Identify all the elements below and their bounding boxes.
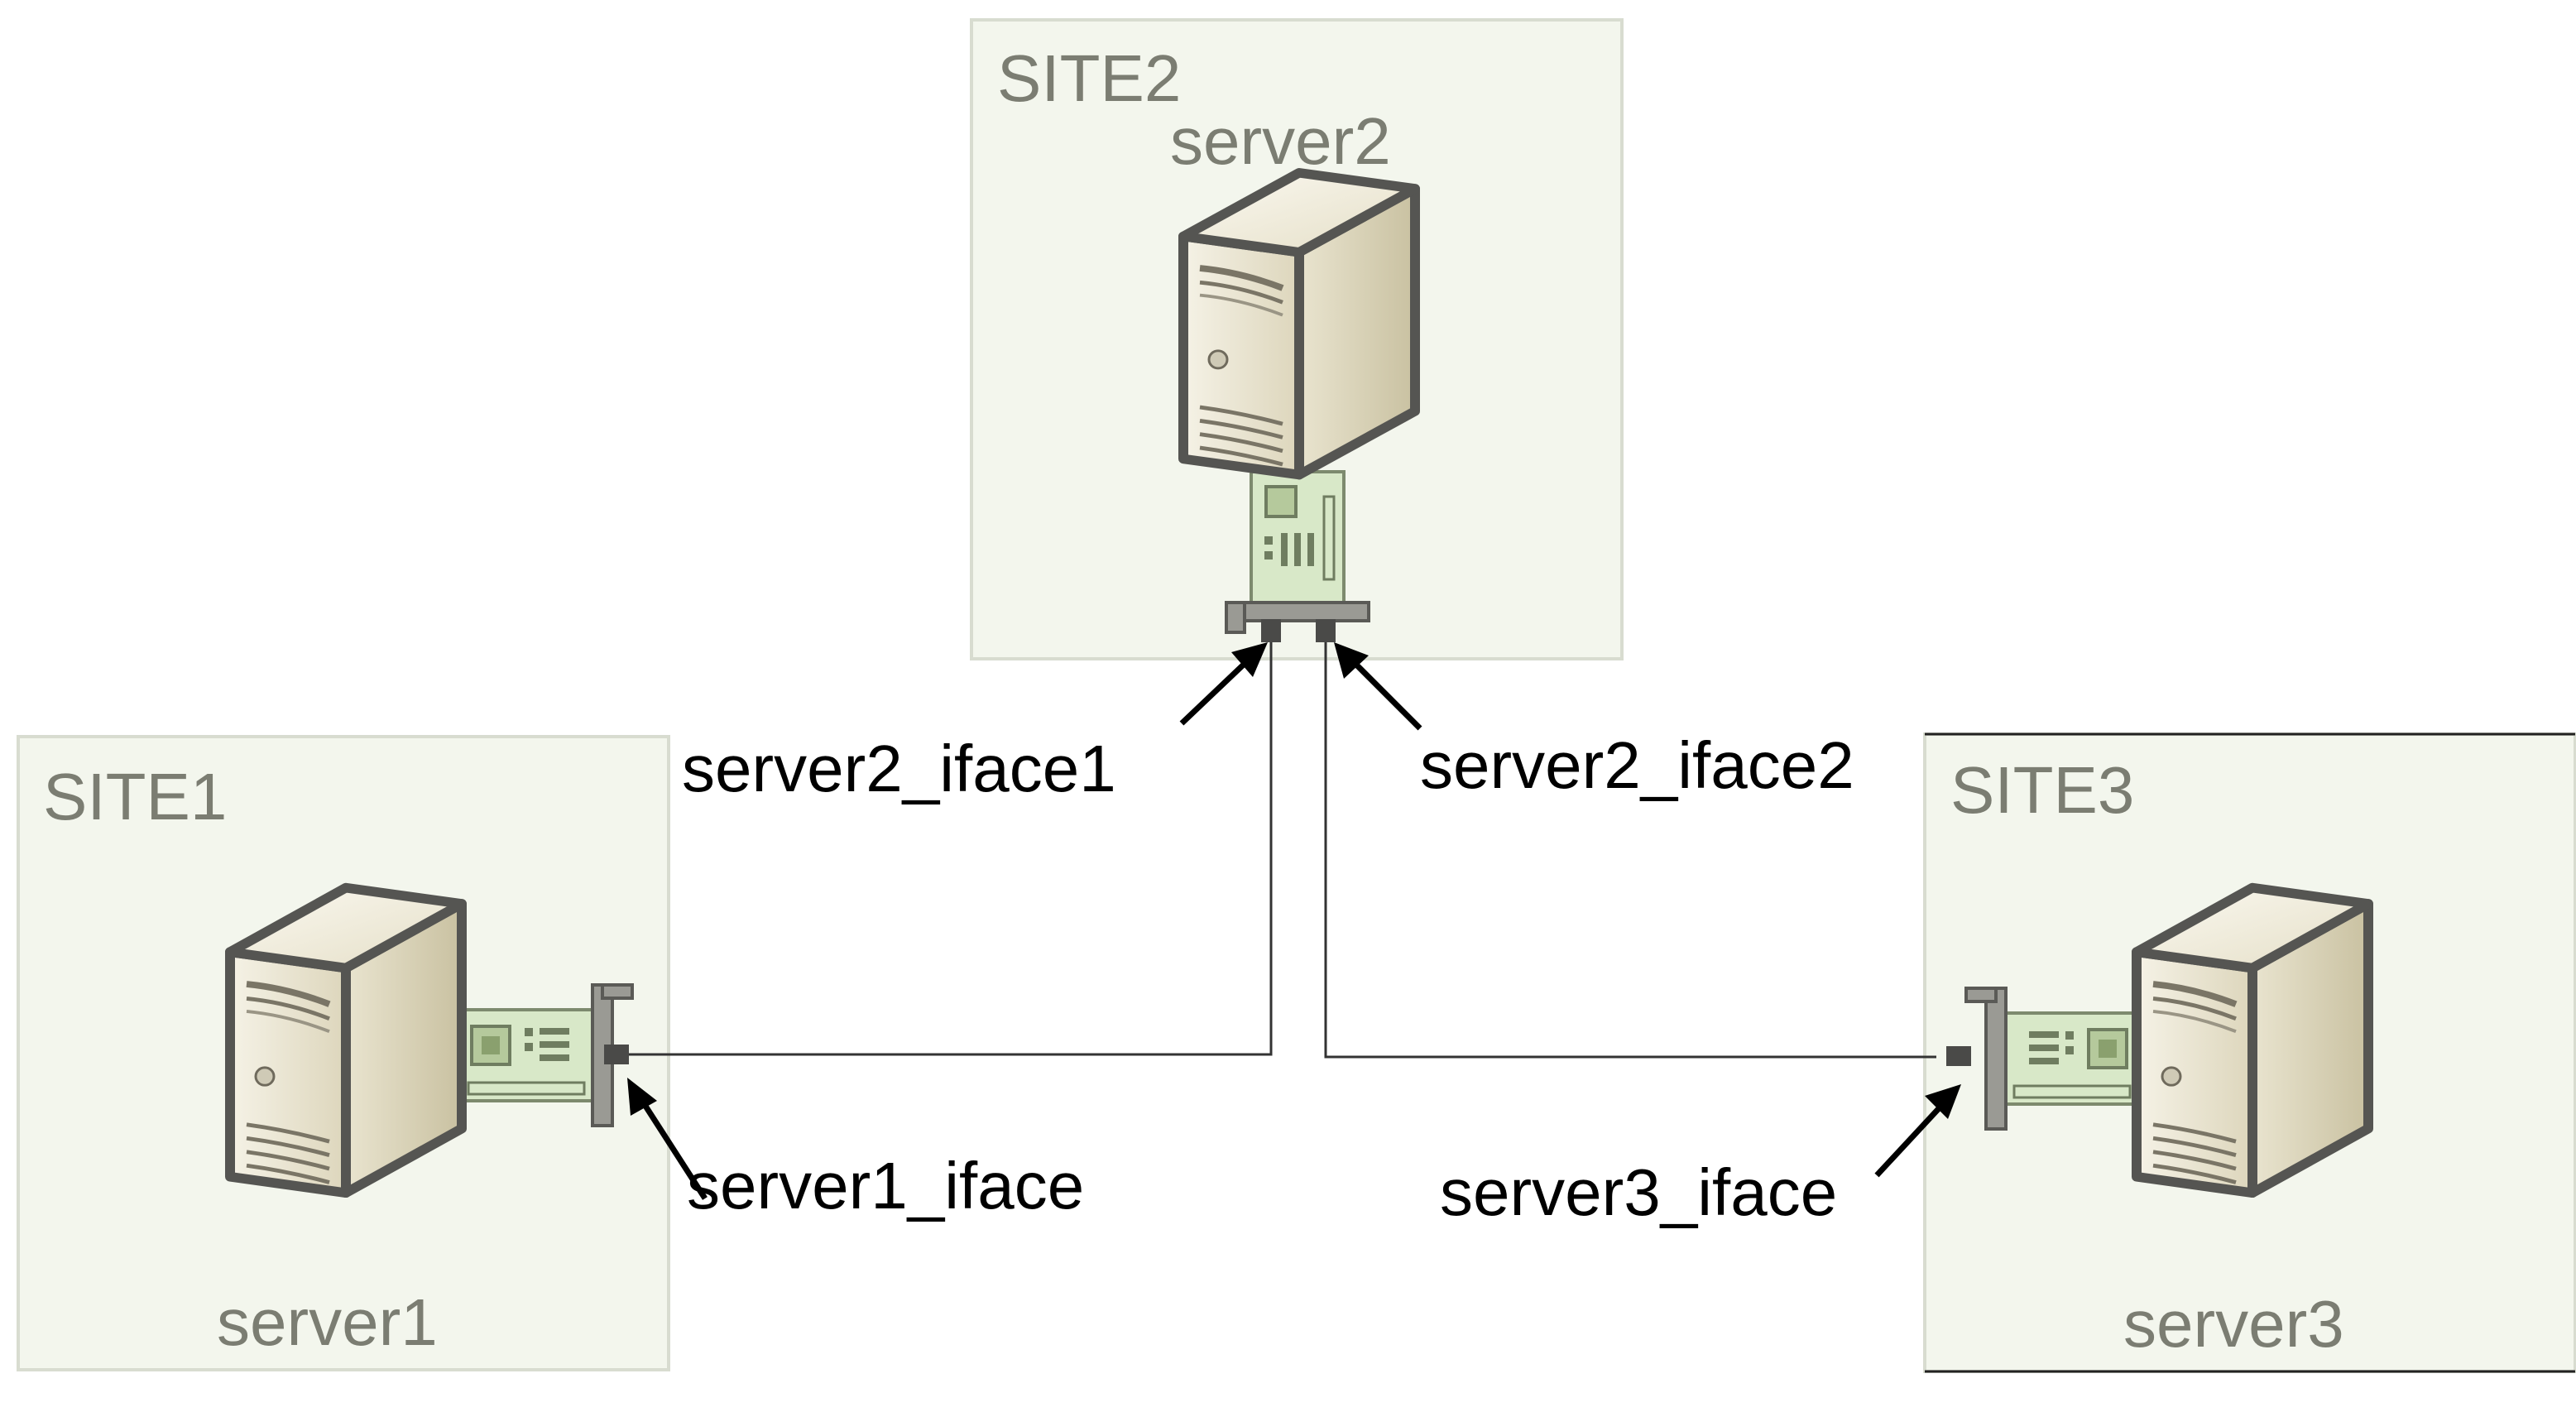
arrow-server1-iface xyxy=(627,1078,708,1200)
site2-label: SITE2 xyxy=(997,41,1181,115)
server3-iface-port xyxy=(1946,1046,1971,1066)
server2-iface1-label: server2_iface1 xyxy=(682,732,1116,805)
server3-icon xyxy=(2137,888,2368,1193)
server3-nic xyxy=(1946,987,2140,1131)
server3-iface-label: server3_iface xyxy=(1440,1155,1837,1229)
arrow-server2-iface1 xyxy=(1179,642,1268,726)
server1-iface-label: server1_iface xyxy=(687,1149,1084,1222)
site1-label: SITE1 xyxy=(43,760,227,833)
server2-icon xyxy=(1183,173,1415,475)
server2-nic xyxy=(1225,470,1370,642)
server2-label: server2 xyxy=(1170,104,1391,178)
server1-nic xyxy=(458,983,634,1127)
server2-iface2-label: server2_iface2 xyxy=(1420,728,1854,802)
link-server1-server2 xyxy=(629,629,1273,1056)
site3-label: SITE3 xyxy=(1950,753,2134,827)
arrow-server2-iface2 xyxy=(1334,642,1422,731)
arrow-server3-iface xyxy=(1874,1084,1961,1178)
server1-label: server1 xyxy=(217,1285,438,1359)
server1-icon xyxy=(230,888,462,1193)
server2-iface2-port xyxy=(1316,619,1336,642)
server2-iface1-port xyxy=(1261,619,1281,642)
server1-iface-port xyxy=(604,1045,629,1064)
link-server2-server3 xyxy=(1324,629,1936,1059)
server3-label: server3 xyxy=(2123,1287,2344,1361)
